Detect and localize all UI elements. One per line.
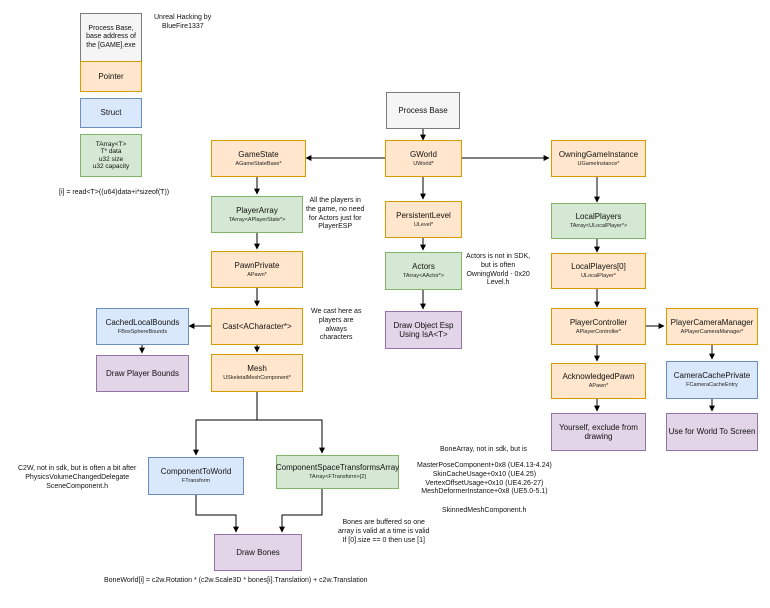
node-draw-object-esp: Draw Object Esp Using IsA<T>: [385, 311, 462, 349]
edge-ctw-drawbones: [195, 495, 239, 533]
cast-note: We cast here as players are always chara…: [311, 308, 362, 342]
node-component-to-world: ComponentToWorld FTransform: [148, 457, 244, 495]
cached-local-bounds-type: FBoxSphereBounds: [117, 328, 168, 335]
node-draw-player-bounds: Draw Player Bounds: [96, 355, 189, 392]
game-state-type: AGameStateBase*: [235, 160, 282, 167]
legend-process-base: Process Base, base address of the [GAME]…: [80, 13, 142, 62]
legend-pointer-text: Pointer: [98, 71, 124, 81]
node-owning-game-instance: OwningGameInstance UGameInstance*: [551, 140, 646, 177]
node-pawn-private: PawnPrivate APawn*: [211, 251, 303, 288]
bone-world-formula: BoneWorld[i] = c2w.Rotation * (c2w.Scale…: [104, 577, 368, 584]
c2w-note: C2W, not in sdk, but is often a bit afte…: [18, 465, 137, 490]
player-array-type: TArray<APlayerState*>: [228, 216, 286, 223]
local-players-0-type: ULocalPlayer*: [581, 273, 616, 280]
cast-character-title: Cast<ACharacter*>: [222, 321, 292, 331]
node-yourself: Yourself, exclude from drawing: [551, 413, 646, 451]
actors-type: TArray<AActor*>: [402, 273, 445, 280]
node-world-to-screen: Use for World To Screen: [666, 413, 758, 451]
title-line1: Unreal Hacking by: [154, 14, 212, 21]
player-camera-manager-title: PlayerCameraManager: [670, 317, 754, 327]
bone-array-note: BoneArray, not in sdk, but is: [440, 446, 528, 453]
node-actors: Actors TArray<AActor*>: [385, 252, 462, 290]
camera-cache-private-title: CameraCachePrivate: [673, 371, 751, 381]
persistent-level-type: ULevel*: [413, 221, 434, 228]
node-gworld: GWorld UWorld*: [385, 140, 462, 177]
actors-note: Actors is not in SDK, but is often Ownin…: [466, 253, 531, 287]
node-acknowledged-pawn: AcknowledgedPawn APawn*: [551, 363, 646, 399]
component-to-world-title: ComponentToWorld: [160, 467, 232, 477]
node-player-array: PlayerArray TArray<APlayerState*>: [211, 196, 303, 233]
node-draw-bones: Draw Bones: [214, 534, 302, 571]
title-line2: BlueFire1337: [162, 23, 204, 30]
game-state-title: GameState: [238, 149, 279, 159]
node-camera-cache-private: CameraCachePrivate FCameraCacheEntry: [666, 361, 758, 399]
player-array-title: PlayerArray: [236, 205, 278, 215]
legend-struct-text: Struct: [100, 108, 122, 118]
acknowledged-pawn-title: AcknowledgedPawn: [562, 372, 635, 382]
component-to-world-type: FTransform: [181, 478, 211, 485]
pawn-private-type: APawn*: [247, 271, 267, 278]
local-players-title: LocalPlayers: [575, 212, 622, 222]
draw-bones-title: Draw Bones: [236, 547, 280, 557]
legend-tarray: TArray<T> T* data u32 size u32 capacity: [80, 134, 142, 177]
pawn-private-title: PawnPrivate: [234, 260, 280, 270]
actors-title: Actors: [412, 262, 435, 272]
gworld-type: UWorld*: [413, 160, 434, 167]
skinned-mesh-note: SkinnedMeshComponent.h: [442, 507, 527, 514]
mesh-type: USkeletalMeshComponent*: [223, 375, 291, 382]
node-cast-character: Cast<ACharacter*>: [211, 308, 303, 345]
player-array-note: All the players in the game, no need for…: [306, 197, 365, 231]
node-mesh: Mesh USkeletalMeshComponent*: [211, 354, 303, 392]
node-game-state: GameState AGameStateBase*: [211, 140, 306, 177]
edge-csta-drawbones: [279, 489, 323, 533]
edge-mesh-csta: [257, 419, 325, 454]
persistent-level-title: PersistentLevel: [396, 210, 451, 220]
legend-process-base-text: Process Base, base address of the [GAME]…: [86, 25, 136, 49]
world-to-screen-title: Use for World To Screen: [668, 427, 756, 437]
player-controller-title: PlayerController: [569, 317, 628, 327]
legend-tarray-text: TArray<T> T* data u32 size u32 capacity: [92, 140, 130, 170]
yourself-title: Yourself, exclude from drawing: [559, 422, 638, 441]
legend-pointer: Pointer: [80, 61, 142, 92]
draw-player-bounds-title: Draw Player Bounds: [106, 368, 179, 378]
node-cached-local-bounds: CachedLocalBounds FBoxSphereBounds: [96, 308, 189, 345]
node-process-base: Process Base: [386, 92, 460, 129]
node-local-players-0: LocalPlayers[0] ULocalPlayer*: [551, 253, 646, 289]
node-player-camera-manager: PlayerCameraManager APlayerCameraManager…: [666, 308, 758, 345]
local-players-0-title: LocalPlayers[0]: [571, 262, 626, 272]
component-space-transforms-title: ComponentSpaceTransformsArray: [275, 463, 400, 473]
bone-array-offsets: MasterPoseComponent+0x8 (UE4.13-4.24) Sk…: [417, 462, 552, 496]
owning-game-instance-title: OwningGameInstance: [558, 149, 639, 159]
local-players-type: TArray<ULocalPlayer*>: [569, 223, 628, 230]
camera-cache-private-type: FCameraCacheEntry: [686, 382, 738, 389]
component-space-transforms-type: TArray<FTransform>[2]: [309, 474, 366, 481]
process-base-title: Process Base: [398, 105, 448, 115]
owning-game-instance-type: UGameInstance*: [577, 160, 620, 167]
node-component-space-transforms: ComponentSpaceTransformsArray TArray<FTr…: [276, 455, 399, 489]
node-local-players: LocalPlayers TArray<ULocalPlayer*>: [551, 203, 646, 239]
mesh-title: Mesh: [247, 364, 267, 374]
bones-buffered-note: Bones are buffered so one array is valid…: [338, 519, 430, 544]
node-player-controller: PlayerController APlayerController*: [551, 308, 646, 345]
edge-mesh-ctw: [193, 392, 258, 456]
draw-object-esp-title: Draw Object Esp Using IsA<T>: [393, 320, 454, 339]
acknowledged-pawn-type: APawn*: [588, 383, 609, 390]
cached-local-bounds-title: CachedLocalBounds: [105, 317, 180, 327]
legend-formula: [i] = read<T>((u64)data+i*sizeof(T)): [59, 189, 170, 196]
gworld-title: GWorld: [410, 149, 437, 159]
node-persistent-level: PersistentLevel ULevel*: [385, 201, 462, 238]
player-controller-type: APlayerController*: [575, 328, 622, 335]
player-camera-manager-type: APlayerCameraManager*: [680, 328, 744, 335]
legend-struct: Struct: [80, 98, 142, 128]
